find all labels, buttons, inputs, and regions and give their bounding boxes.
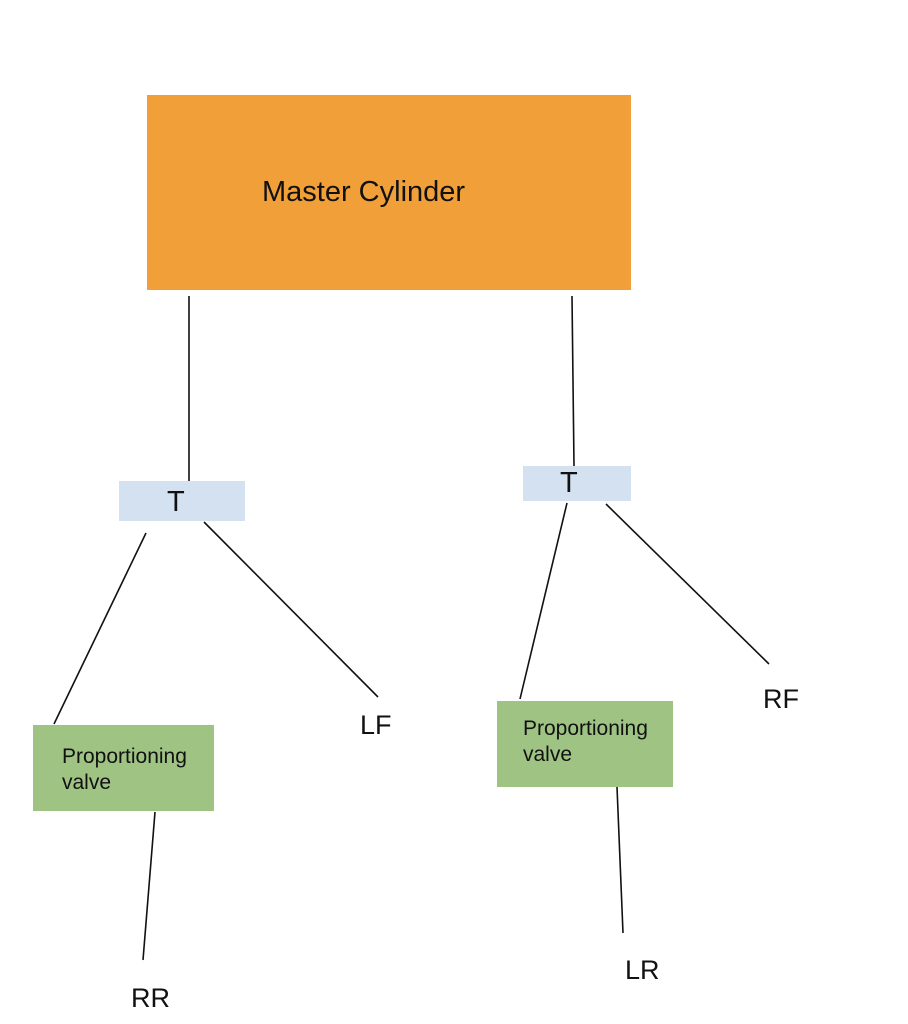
wheel-label-lf: LF <box>360 710 392 740</box>
wheel-label-rr: RR <box>131 983 170 1013</box>
line-master-to-right-tee <box>571 295 575 467</box>
proportioning-valve-left-label: Proportioning valve <box>62 744 187 796</box>
line-right-tee-to-rf <box>605 503 770 665</box>
line-left-tee-to-lf <box>203 521 379 698</box>
proportioning-valve-right-box: Proportioning valve <box>497 701 673 787</box>
line-right-tee-to-right-valve <box>519 502 568 700</box>
line-left-tee-to-left-valve <box>53 532 147 725</box>
line-left-valve-to-rr <box>142 811 156 961</box>
wheel-label-lr: LR <box>625 955 660 985</box>
proportioning-valve-left-box: Proportioning valve <box>33 725 214 811</box>
master-cylinder-box: Master Cylinder <box>147 95 631 290</box>
valve-right-line2: valve <box>523 743 573 766</box>
line-right-valve-to-lr <box>616 786 624 934</box>
proportioning-valve-right-label: Proportioning valve <box>523 716 648 768</box>
tee-right-label: T <box>560 467 578 499</box>
master-cylinder-label: Master Cylinder <box>262 176 466 208</box>
tee-left-label: T <box>167 486 185 518</box>
valve-left-line2: valve <box>62 771 112 794</box>
valve-right-line1: Proportioning <box>523 717 648 740</box>
tee-left-box: T <box>119 481 245 521</box>
wheel-label-rf: RF <box>763 684 799 714</box>
tee-right-box: T <box>523 466 631 501</box>
valve-left-line1: Proportioning <box>62 745 187 768</box>
